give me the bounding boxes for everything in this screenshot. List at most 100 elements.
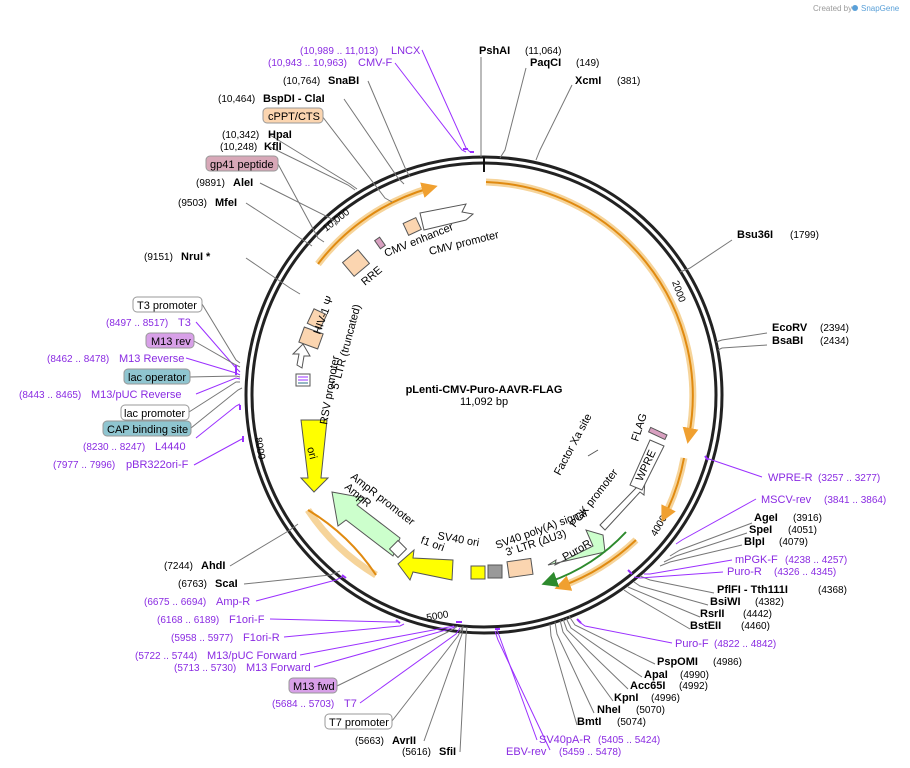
f1-ori-feature[interactable] [397,548,454,582]
ampr-promoter-feature[interactable] [388,539,408,559]
ori-feature[interactable] [299,419,330,493]
primer-t7[interactable]: T7 [344,698,357,710]
feature-leaders [188,115,463,722]
primer-m13-puc-forward-pos: (5722 .. 5744) [135,651,197,662]
enzyme-nhei-pos: (5070) [636,705,665,716]
enzyme-kpni[interactable]: KpnI [614,692,638,704]
enzyme-snabi[interactable]: SnaBI [328,75,359,87]
feature-lac-operator[interactable]: lac operator [128,372,186,384]
enzyme-spei[interactable]: SpeI [749,524,772,536]
enzyme-avrii[interactable]: AvrII [392,735,416,747]
primer-m13-forward-pos: (5713 .. 5730) [174,663,236,674]
enzyme-labels: PshAI (11,064) PaqCI (149) XcmI (381) Bs… [144,45,849,758]
enzyme-bsu36i[interactable]: Bsu36I [737,229,773,241]
credit-brand[interactable]: SnapGene [861,4,900,13]
primer-m13-forward[interactable]: M13 Forward [246,662,311,674]
gp41-feature[interactable] [373,236,387,250]
feature-lac-promoter[interactable]: lac promoter [124,408,185,420]
primer-ebv-rev-pos: (5459 .. 5478) [559,747,621,758]
enzyme-rsrii[interactable]: RsrII [700,608,724,620]
feature-m13-rev[interactable]: M13 rev [151,336,191,348]
enzyme-bmti[interactable]: BmtI [577,716,601,728]
primer-amp-r[interactable]: Amp-R [216,596,250,608]
primer-m13-reverse-pos: (8462 .. 8478) [47,354,109,365]
feature-cppt-cts[interactable]: cPPT/CTS [268,111,320,123]
flag-feature[interactable] [647,426,668,441]
feature-m13-fwd[interactable]: M13 fwd [293,681,335,693]
primer-f1ori-f[interactable]: F1ori-F [229,614,265,626]
rre-feature[interactable] [341,248,371,278]
feature-t3-promoter[interactable]: T3 promoter [137,300,197,312]
ltr5-feature[interactable] [298,326,324,350]
primer-ebv-rev[interactable]: EBV-rev [506,746,547,758]
enzyme-nrui[interactable]: NruI * [181,251,211,263]
feature-t7-promoter[interactable]: T7 promoter [329,717,389,729]
enzyme-pshai[interactable]: PshAI [479,45,510,57]
cmv-promoter-feature[interactable] [419,203,475,231]
primer-f1ori-r-pos: (5958 .. 5977) [171,633,233,644]
enzyme-ecorv[interactable]: EcoRV [772,322,808,334]
enzyme-sfii[interactable]: SfiI [439,746,456,758]
enzyme-acc65i[interactable]: Acc65I [630,680,665,692]
label-flag: FLAG [629,412,649,443]
primer-mpgk-f[interactable]: mPGK-F [735,554,778,566]
orf-arc-1[interactable] [485,178,697,437]
hiv-psi-feature[interactable] [306,308,328,330]
enzyme-mfei[interactable]: MfeI [215,197,237,209]
enzyme-blpi[interactable]: BlpI [744,536,765,548]
sv40-polya-feature[interactable] [487,564,503,579]
rsv-promoter-feature[interactable] [291,343,311,369]
primer-m13-puc-forward[interactable]: M13/pUC Forward [207,650,297,662]
enzyme-bsiwi[interactable]: BsiWI [710,596,741,608]
enzyme-mfei-pos: (9503) [178,198,207,209]
enzyme-rsrii-pos: (4442) [743,609,772,620]
enzyme-ahdi[interactable]: AhdI [201,560,225,572]
enzyme-nhei[interactable]: NheI [597,704,621,716]
primer-wpre-r[interactable]: WPRE-R [768,472,813,484]
feature-gp41-peptide[interactable]: gp41 peptide [210,159,274,171]
primer-m13-puc-reverse[interactable]: M13/pUC Reverse [91,389,181,401]
primer-cmv-f[interactable]: CMV-F [358,57,393,69]
enzyme-bspdi[interactable]: BspDI - ClaI [263,93,325,105]
site-marks [235,148,709,630]
feature-cap-binding-site[interactable]: CAP binding site [107,424,188,436]
primer-lncx[interactable]: LNCX [391,45,421,57]
ltr3-feature[interactable] [506,557,534,579]
primer-puro-r-pos: (4326 .. 4345) [774,567,836,578]
enzyme-scai[interactable]: ScaI [215,578,238,590]
primer-sv40pa-r[interactable]: SV40pA-R [539,734,591,746]
enzyme-paqci[interactable]: PaqCI [530,57,561,69]
primer-puro-f[interactable]: Puro-F [675,638,709,650]
primer-t7-pos: (5684 .. 5703) [272,699,334,710]
enzyme-pspomi[interactable]: PspOMI [657,656,698,668]
enzyme-scai-pos: (6763) [178,579,207,590]
enzyme-kfli[interactable]: KflI [264,141,282,153]
puror-feature[interactable] [547,529,606,566]
primer-mscv-rev[interactable]: MSCV-rev [761,494,812,506]
enzyme-xcmi[interactable]: XcmI [575,75,601,87]
enzyme-nrui-pos: (9151) [144,252,173,263]
enzyme-kpni-pos: (4996) [651,693,680,704]
enzyme-hpai[interactable]: HpaI [268,129,292,141]
enzyme-pflfi[interactable]: PflFI - Tth111I [717,584,788,596]
label-ori: ori [304,446,319,461]
enzyme-bsteii[interactable]: BstEII [690,620,721,632]
label-factor-xa: Factor Xa site [552,412,594,478]
primer-pbr322ori-f[interactable]: pBR322ori-F [126,459,189,471]
ampr-feature[interactable] [331,491,401,557]
enzyme-agei[interactable]: AgeI [754,512,778,524]
sv40-ori-feature[interactable] [470,565,486,580]
enzyme-bsabi[interactable]: BsaBI [772,335,803,347]
primer-m13-reverse[interactable]: M13 Reverse [119,353,184,365]
enzyme-apai[interactable]: ApaI [644,669,668,681]
enzyme-alei[interactable]: AleI [233,177,253,189]
primer-amp-r-pos: (6675 .. 6694) [144,597,206,608]
cmv-enhancer-feature[interactable] [402,216,422,236]
primer-l4440[interactable]: L4440 [155,441,186,453]
primer-t3[interactable]: T3 [178,317,191,329]
primer-f1ori-r[interactable]: F1ori-R [243,632,280,644]
wpre-feature[interactable] [629,439,665,491]
enzyme-paqci-pos: (149) [576,58,599,69]
primer-puro-r[interactable]: Puro-R [727,566,762,578]
